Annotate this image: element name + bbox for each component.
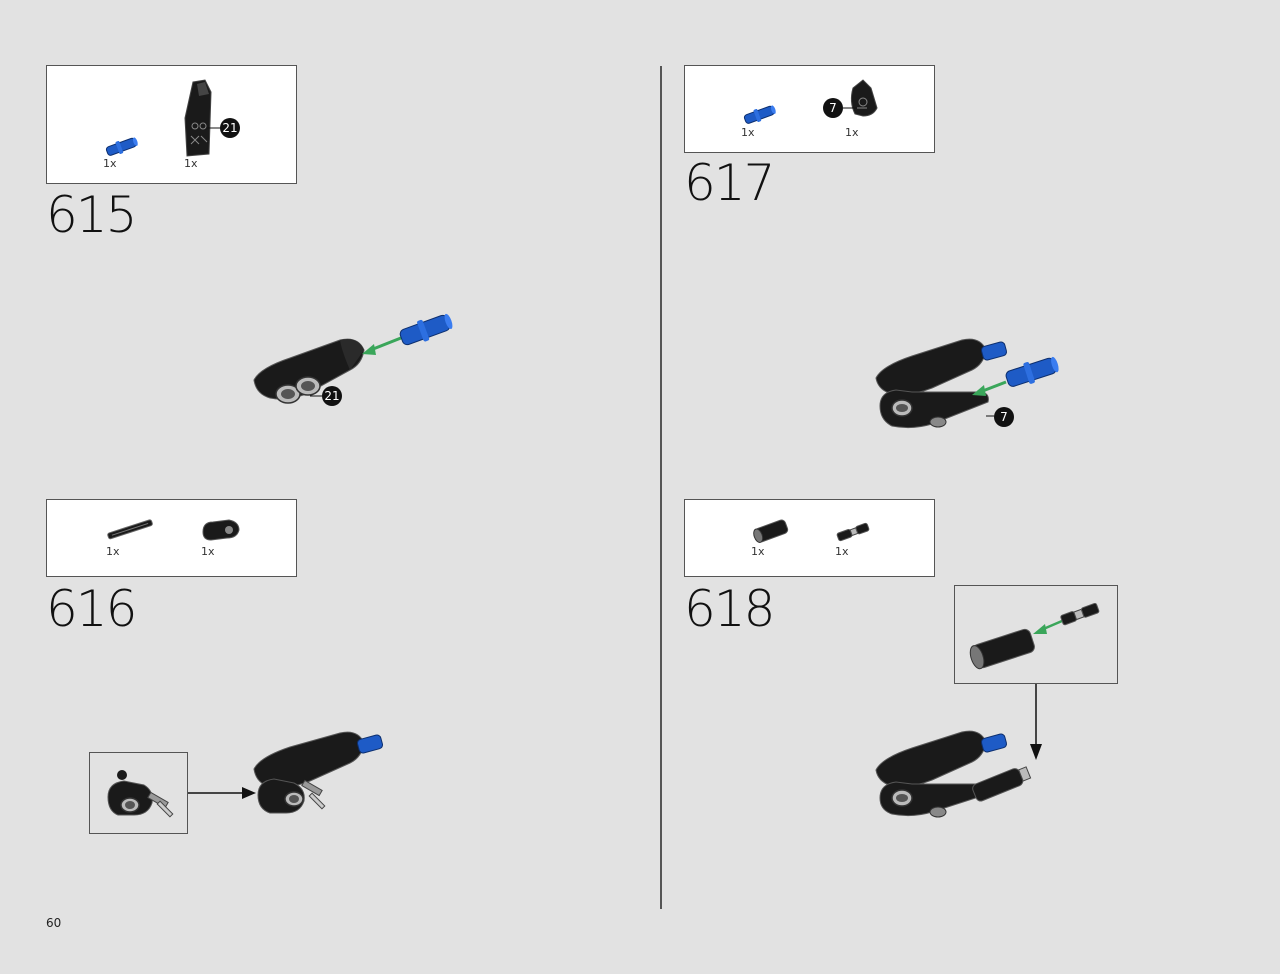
svg-text:7: 7 bbox=[1000, 410, 1008, 424]
qty-label: 1x bbox=[835, 545, 849, 558]
liftarm-with-pins-icon bbox=[107, 770, 174, 818]
assembly-615: 21 bbox=[253, 313, 453, 406]
callout-badge: 21 bbox=[207, 118, 240, 138]
qty-label: 1x bbox=[184, 157, 198, 170]
sub-assembly-618 bbox=[954, 585, 1118, 684]
parts-list-617: 1x 1x 7 bbox=[684, 65, 935, 153]
sub-assembly-616 bbox=[89, 752, 188, 834]
black-tube-icon bbox=[753, 519, 789, 543]
qty-label: 1x bbox=[845, 126, 859, 139]
black-axle-icon bbox=[107, 519, 153, 540]
svg-text:21: 21 bbox=[324, 389, 339, 403]
assembly-616 bbox=[253, 731, 384, 814]
assembly-618 bbox=[875, 730, 1032, 818]
qty-label: 1x bbox=[751, 545, 765, 558]
black-liftarm-icon bbox=[202, 519, 240, 541]
qty-label: 1x bbox=[103, 157, 117, 170]
parts-list-618: 1x 1x bbox=[684, 499, 935, 577]
parts-list-616: 1x 1x bbox=[46, 499, 297, 577]
blue-axle-pin-icon bbox=[105, 137, 138, 156]
step-number: 618 bbox=[684, 580, 775, 638]
arrow-616 bbox=[188, 787, 256, 799]
page-number: 60 bbox=[46, 916, 62, 930]
step-number: 616 bbox=[46, 580, 137, 638]
assembly-617: 7 bbox=[875, 338, 1059, 429]
arrow-618 bbox=[1030, 684, 1042, 760]
svg-text:21: 21 bbox=[222, 121, 237, 135]
step-number: 617 bbox=[684, 154, 775, 212]
tube-with-connector-icon bbox=[969, 602, 1100, 670]
page-divider bbox=[660, 66, 662, 909]
axle-connector-icon bbox=[836, 522, 870, 542]
black-panel-part-icon bbox=[850, 79, 878, 117]
svg-text:7: 7 bbox=[829, 101, 837, 115]
parts-list-615: 1x 1x 21 bbox=[46, 65, 297, 184]
callout-badge: 7 bbox=[823, 98, 857, 118]
step-number: 615 bbox=[46, 186, 137, 244]
qty-label: 1x bbox=[106, 545, 120, 558]
qty-label: 1x bbox=[741, 126, 755, 139]
qty-label: 1x bbox=[201, 545, 215, 558]
black-panel-part-icon bbox=[184, 79, 212, 157]
blue-axle-pin-icon bbox=[743, 105, 776, 124]
